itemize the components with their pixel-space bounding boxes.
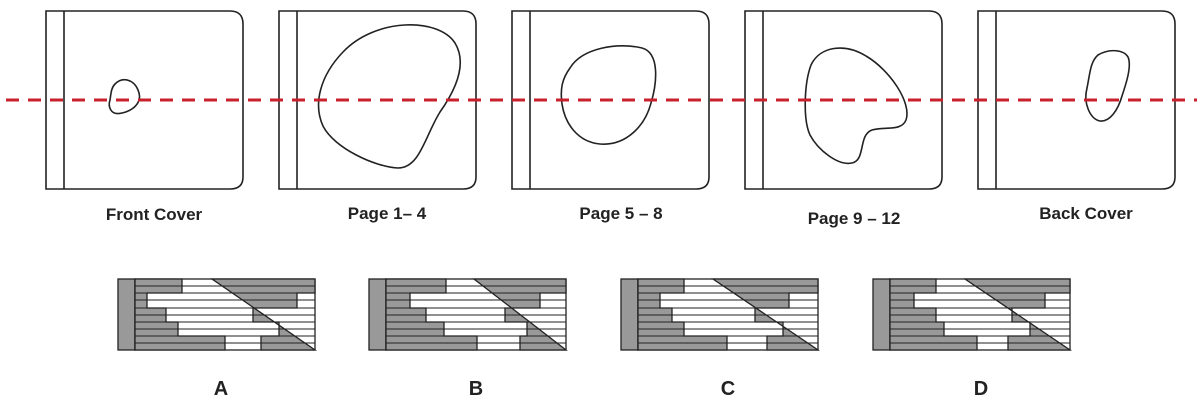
page-label-page-9-12: Page 9 – 12 (808, 209, 901, 228)
page-label-back-cover: Back Cover (1039, 204, 1133, 223)
page-divider-lines (135, 285, 315, 344)
option-label-d: D (974, 378, 988, 400)
page-label-page-1-4: Page 1– 4 (348, 204, 427, 223)
hole-shape (804, 47, 908, 165)
option-label-c: C (721, 378, 735, 400)
page-label-front-cover: Front Cover (106, 205, 203, 224)
spine-block (117, 278, 136, 351)
page-outline (977, 10, 1176, 190)
hole-shape (317, 24, 462, 169)
spine-block (368, 278, 387, 351)
spine-block (620, 278, 639, 351)
option-label-b: B (469, 378, 483, 400)
page-1-4 (278, 10, 477, 190)
page-label-page-5-8: Page 5 – 8 (579, 204, 662, 223)
page-divider-lines (638, 285, 818, 344)
option-d (872, 278, 1073, 351)
option-label-a: A (214, 378, 228, 400)
page-divider-lines (890, 285, 1070, 344)
hole-shape (108, 78, 141, 115)
spine-block (872, 278, 891, 351)
page-divider-lines (386, 285, 566, 344)
hole-shape (1085, 49, 1131, 122)
hole-shape (560, 45, 657, 145)
page-outline (278, 10, 477, 190)
option-a (117, 278, 318, 351)
option-c (620, 278, 821, 351)
option-b (368, 278, 568, 351)
